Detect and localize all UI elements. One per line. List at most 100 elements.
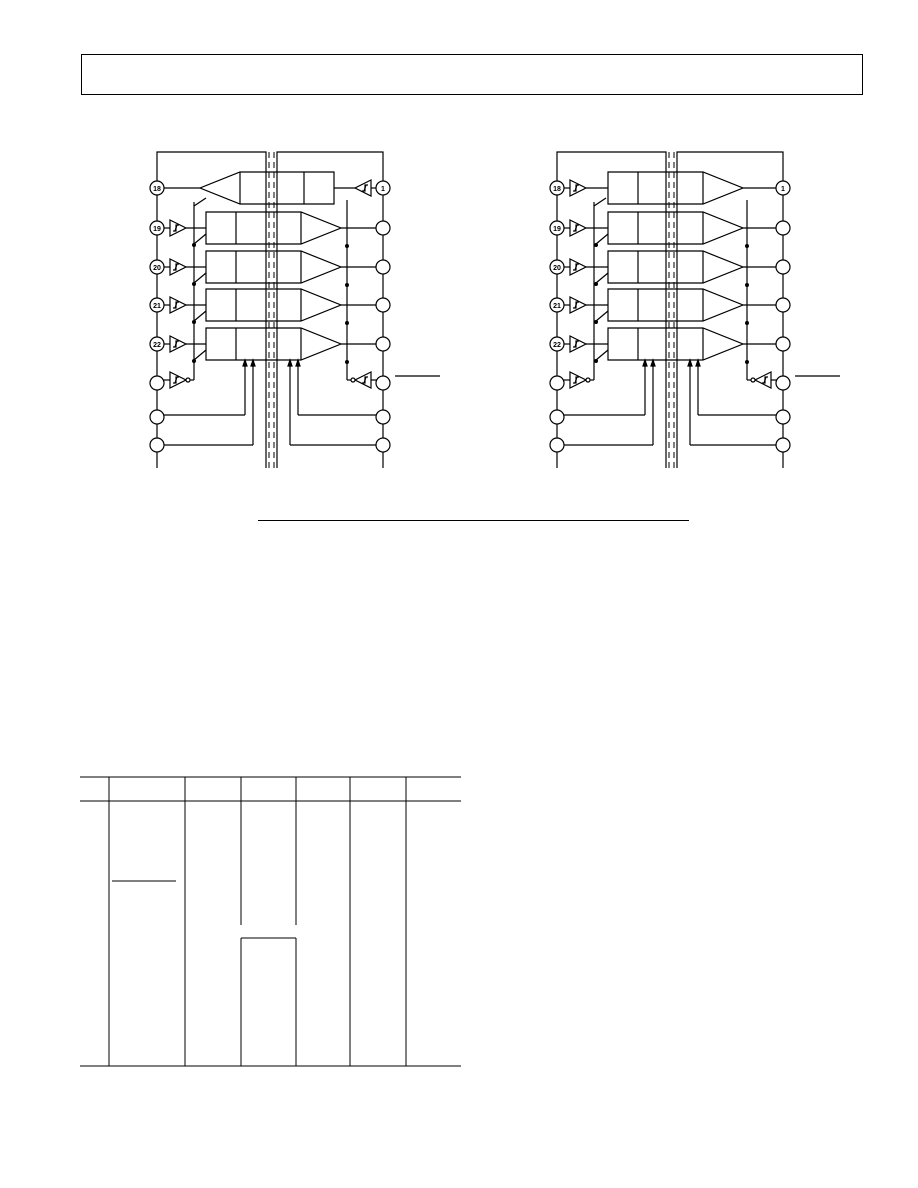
channel-block bbox=[607, 288, 745, 322]
supply-arrowhead bbox=[687, 358, 693, 367]
pin-circle bbox=[149, 409, 165, 425]
channel-block bbox=[607, 327, 745, 361]
pin-circle bbox=[775, 437, 791, 453]
pin-circle bbox=[775, 259, 791, 275]
hysteresis-glyph bbox=[574, 301, 578, 309]
pin-circle bbox=[149, 437, 165, 453]
pin-circle bbox=[149, 220, 165, 236]
channel-block bbox=[205, 250, 343, 284]
caption-rule bbox=[258, 520, 689, 521]
hysteresis-glyph bbox=[174, 340, 178, 348]
junction-dot bbox=[594, 320, 598, 324]
hysteresis-glyph bbox=[763, 376, 767, 384]
hysteresis-glyph bbox=[174, 301, 178, 309]
pin-number-label: 21 bbox=[153, 303, 161, 310]
enable-arrow bbox=[595, 349, 609, 361]
page-header-box bbox=[81, 54, 863, 95]
hysteresis-glyph bbox=[174, 376, 178, 384]
inverter-bubble bbox=[350, 377, 356, 383]
hysteresis-glyph bbox=[174, 263, 178, 271]
hysteresis-glyph bbox=[574, 224, 578, 232]
schmitt-buffer bbox=[569, 258, 588, 276]
hysteresis-glyph bbox=[174, 224, 178, 232]
schmitt-buffer bbox=[569, 371, 588, 389]
enable-arrow bbox=[193, 197, 207, 207]
pin-circle bbox=[375, 259, 391, 275]
hysteresis-glyph bbox=[363, 376, 367, 384]
supply-arrowhead bbox=[287, 358, 293, 367]
channel-block bbox=[205, 211, 343, 245]
pin-number-label: 20 bbox=[153, 265, 161, 272]
pin-circle bbox=[375, 180, 391, 196]
pin-circle bbox=[375, 297, 391, 313]
pin-circle bbox=[375, 409, 391, 425]
enable-arrow bbox=[193, 272, 207, 284]
pin-circle bbox=[775, 409, 791, 425]
schmitt-buffer bbox=[169, 371, 188, 389]
channel-block bbox=[198, 171, 335, 205]
pin-circle bbox=[549, 437, 565, 453]
enable-arrow bbox=[193, 233, 207, 245]
pin-circle bbox=[775, 297, 791, 313]
pin-circle bbox=[775, 375, 791, 391]
pin-number-label: 19 bbox=[553, 226, 561, 233]
junction-dot bbox=[594, 243, 598, 247]
channel-block bbox=[607, 171, 745, 205]
channel-block bbox=[607, 250, 745, 284]
pin-circle bbox=[375, 336, 391, 352]
truth-table-frame bbox=[80, 776, 461, 1067]
schmitt-buffer bbox=[353, 179, 372, 197]
pin-circle bbox=[149, 297, 165, 313]
inverter-bubble bbox=[750, 377, 756, 383]
schmitt-buffer bbox=[569, 296, 588, 314]
schmitt-buffer bbox=[169, 258, 188, 276]
package-side-a-outline bbox=[556, 151, 667, 468]
pin-number-label: 20 bbox=[553, 265, 561, 272]
supply-arrowhead bbox=[642, 358, 648, 367]
package-side-a-outline bbox=[156, 151, 267, 468]
schmitt-buffer bbox=[569, 219, 588, 237]
enable-arrow bbox=[193, 349, 207, 361]
pin-circle bbox=[149, 259, 165, 275]
pin-circle bbox=[549, 180, 565, 196]
schmitt-buffer bbox=[169, 296, 188, 314]
pin-number-label: 22 bbox=[553, 342, 561, 349]
pin-number-label: 19 bbox=[153, 226, 161, 233]
pin-number-label: 22 bbox=[153, 342, 161, 349]
channel-block bbox=[205, 288, 343, 322]
schmitt-buffer bbox=[169, 219, 188, 237]
pin-number-label: 1 bbox=[781, 186, 785, 193]
pin-circle bbox=[775, 220, 791, 236]
schmitt-buffer bbox=[569, 335, 588, 353]
supply-arrowhead bbox=[295, 358, 301, 367]
enable-arrow bbox=[193, 310, 207, 322]
supply-arrowhead bbox=[250, 358, 256, 367]
pin-number-label: 1 bbox=[381, 186, 385, 193]
supply-arrowhead bbox=[242, 358, 248, 367]
pin-number-label: 18 bbox=[553, 186, 561, 193]
pin-circle bbox=[549, 375, 565, 391]
junction-dot bbox=[594, 359, 598, 363]
hysteresis-glyph bbox=[363, 184, 367, 192]
pin-circle bbox=[149, 336, 165, 352]
enable-arrow bbox=[595, 310, 609, 322]
enable-arrow bbox=[593, 197, 607, 207]
pin-circle bbox=[549, 409, 565, 425]
hysteresis-glyph bbox=[574, 340, 578, 348]
pin-circle bbox=[375, 375, 391, 391]
junction-dot bbox=[594, 282, 598, 286]
schmitt-buffer bbox=[569, 179, 588, 197]
pin-circle bbox=[149, 180, 165, 196]
pin-circle bbox=[549, 259, 565, 275]
supply-arrowhead bbox=[695, 358, 701, 367]
pin-circle bbox=[549, 336, 565, 352]
inverter-bubble bbox=[585, 377, 591, 383]
pin-circle bbox=[375, 437, 391, 453]
enable-arrow bbox=[595, 272, 609, 284]
pin-circle bbox=[375, 220, 391, 236]
pin-circle bbox=[775, 336, 791, 352]
hysteresis-glyph bbox=[574, 263, 578, 271]
enable-arrow bbox=[595, 233, 609, 245]
